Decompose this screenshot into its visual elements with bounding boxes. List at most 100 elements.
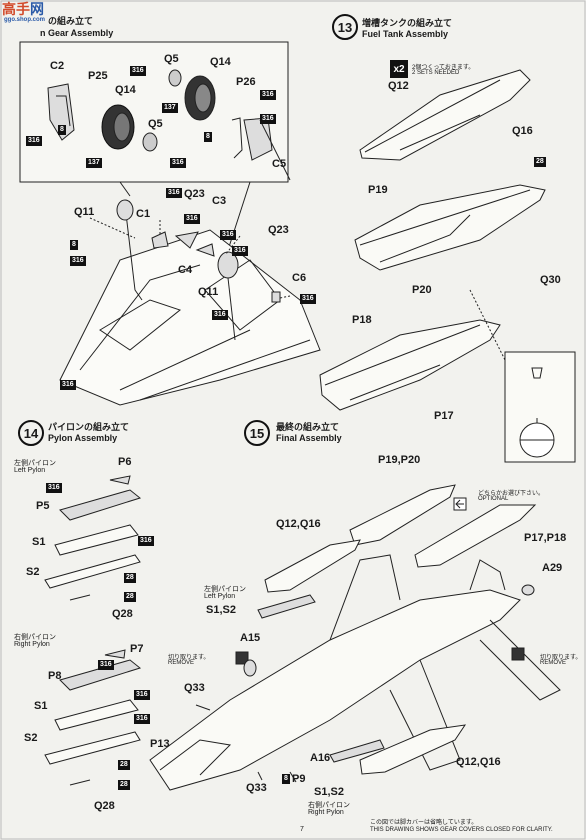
label-q23-top: Q23 — [184, 188, 205, 200]
label-s1-s2-right: S1,S2 — [314, 786, 344, 798]
remove-en: REMOVE — [168, 660, 195, 666]
label-q33-top: Q33 — [184, 682, 205, 694]
badge-28: 28 — [534, 157, 546, 167]
step-15-number: 15 — [244, 420, 270, 446]
label-q12-q16-bottom: Q12,Q16 — [456, 756, 501, 768]
label-q28-right: Q28 — [94, 800, 115, 812]
label-c3: C3 — [212, 195, 227, 207]
step-13-title-en: Fuel Tank Assembly — [362, 29, 449, 39]
badge-316: 316 — [220, 230, 236, 240]
final-left-pylon-en: Left Pylon — [204, 593, 236, 600]
label-p5: P5 — [36, 500, 50, 512]
badge-28: 28 — [124, 573, 136, 583]
badge-316: 316 — [260, 114, 276, 124]
badge-316: 316 — [130, 66, 146, 76]
right-pylon-en: Right Pylon — [14, 641, 50, 648]
watermark-logo-text: 高手 — [2, 1, 30, 17]
label-q23-right: Q23 — [268, 224, 289, 236]
remove-2-jp: 切り取ります。 — [540, 655, 582, 661]
label-q12-q16-top: Q12,Q16 — [276, 518, 321, 530]
badge-8: 8 — [282, 774, 290, 784]
badge-316: 316 — [184, 214, 200, 224]
label-p19: P19 — [368, 184, 388, 196]
label-s1-left: S1 — [32, 536, 46, 548]
badge-316: 316 — [260, 90, 276, 100]
label-s2-right: S2 — [24, 732, 38, 744]
label-q14-left: Q14 — [115, 84, 136, 96]
final-right-pylon-en: Right Pylon — [308, 809, 344, 816]
label-c6: C6 — [292, 272, 307, 284]
badge-137: 137 — [162, 103, 178, 113]
label-c5: C5 — [272, 158, 287, 170]
left-pylon-en: Left Pylon — [14, 467, 46, 474]
badge-316: 316 — [70, 256, 86, 266]
remove-2-en: REMOVE — [540, 660, 567, 666]
step-13-note-en: 2 SETS NEEDED — [412, 70, 460, 76]
label-q14-right: Q14 — [210, 56, 231, 68]
label-p17-p18: P17,P18 — [524, 532, 567, 544]
label-s1-right: S1 — [34, 700, 48, 712]
label-q28-left: Q28 — [112, 608, 133, 620]
label-p18: P18 — [352, 314, 372, 326]
page-number: 7 — [300, 826, 304, 833]
label-p26: P26 — [236, 76, 256, 88]
badge-316: 316 — [138, 536, 154, 546]
label-p6: P6 — [118, 456, 132, 468]
badge-316: 316 — [98, 660, 114, 670]
badge-8: 8 — [70, 240, 78, 250]
label-p20: P20 — [412, 284, 432, 296]
label-q16: Q16 — [512, 125, 533, 137]
label-q5-top: Q5 — [164, 53, 179, 65]
left-pylon-jp: 左側パイロン — [14, 460, 56, 467]
watermark-url: ggo.shop.com — [4, 17, 45, 23]
step-13-title-jp: 増槽タンクの組み立て — [362, 18, 453, 28]
label-a15: A15 — [240, 632, 261, 644]
label-p25: P25 — [88, 70, 108, 82]
label-p9: P9 — [292, 773, 306, 785]
label-q11-bottom: Q11 — [198, 286, 219, 298]
badge-316: 316 — [46, 483, 62, 493]
step-14-title-en: Pylon Assembly — [48, 433, 118, 443]
badge-316: 316 — [26, 136, 42, 146]
optional-jp: どちらかお選び下さい。 — [478, 491, 545, 497]
footer-note: この図では脚カバーは省略しています。 THIS DRAWING SHOWS GE… — [370, 820, 580, 834]
label-c1: C1 — [136, 208, 151, 220]
gear-assembly-title-jp: の組み立て — [48, 16, 94, 26]
label-s1-s2-left: S1,S2 — [206, 604, 236, 616]
step-13-note-jp: 2個つくっておきます。 — [412, 65, 475, 71]
badge-316: 316 — [212, 310, 228, 320]
watermark-logo-mid: 网 — [30, 1, 44, 17]
remove-jp: 切り取ります。 — [168, 655, 210, 661]
footer-note-jp: この図では脚カバーは省略しています。 — [370, 820, 478, 826]
step-13-number: 13 — [332, 14, 358, 40]
final-left-pylon-jp: 左側パイロン — [204, 586, 246, 593]
right-pylon-jp: 右側パイロン — [14, 634, 56, 641]
final-right-pylon-jp: 右側パイロン — [308, 802, 350, 809]
badge-316: 316 — [166, 188, 182, 198]
badge-8: 8 — [58, 125, 66, 135]
label-p13: P13 — [150, 738, 170, 750]
label-p7: P7 — [130, 643, 144, 655]
label-p8: P8 — [48, 670, 62, 682]
badge-137: 137 — [86, 158, 102, 168]
step-15-title-en: Final Assembly — [276, 433, 342, 443]
label-c4: C4 — [178, 264, 193, 276]
label-a16: A16 — [310, 752, 331, 764]
badge-316: 316 — [170, 158, 186, 168]
step-14-title-jp: パイロンの組み立て — [48, 422, 130, 432]
watermark-logo: 高手网 — [2, 2, 44, 16]
optional-en: OPTIONAL — [478, 496, 509, 502]
footer-note-en: THIS DRAWING SHOWS GEAR COVERS CLOSED FO… — [370, 827, 553, 833]
step-14-number: 14 — [18, 420, 44, 446]
badge-8: 8 — [204, 132, 212, 142]
label-s2-left: S2 — [26, 566, 40, 578]
badge-28: 28 — [118, 780, 130, 790]
badge-316: 316 — [134, 714, 150, 724]
gear-assembly-title-en: n Gear Assembly — [40, 28, 114, 38]
badge-316: 316 — [134, 690, 150, 700]
label-q5-bottom: Q5 — [148, 118, 163, 130]
label-q12: Q12 — [388, 80, 409, 92]
label-q11-top: Q11 — [74, 206, 95, 218]
step-15-title-jp: 最終の組み立て — [276, 422, 340, 432]
label-q30: Q30 — [540, 274, 561, 286]
